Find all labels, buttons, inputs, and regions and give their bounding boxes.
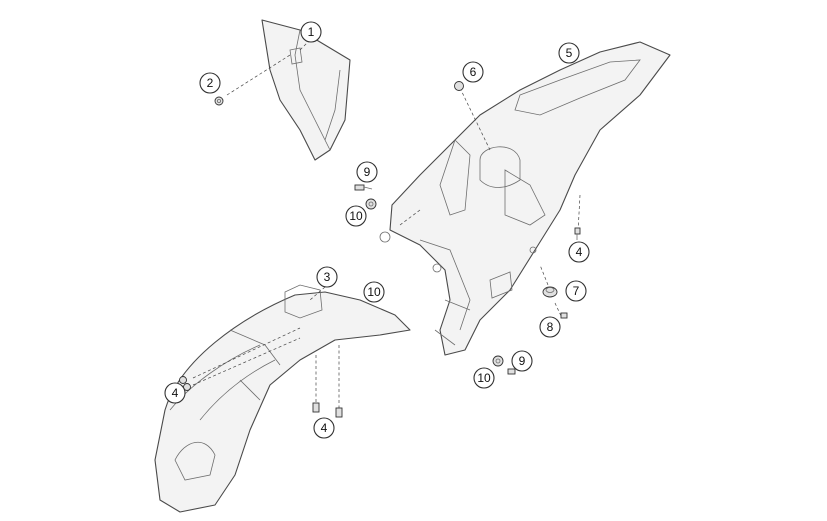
- nut-2: [214, 96, 224, 106]
- screw-4-left-a: [179, 376, 187, 384]
- callout-7-label: 7: [573, 284, 580, 298]
- callout-10-upper: 10: [345, 205, 367, 227]
- washer-10-upper: [365, 198, 377, 210]
- callout-8-label: 8: [547, 320, 554, 334]
- callout-3: 3: [316, 266, 338, 288]
- callout-7: 7: [565, 280, 587, 302]
- hardware: [179, 81, 581, 418]
- callout-4-right-label: 4: [576, 245, 583, 259]
- callout-10-front-label: 10: [367, 285, 381, 299]
- callout-6: 6: [462, 61, 484, 83]
- callout-10-lower: 10: [473, 367, 495, 389]
- grommet-7: [542, 286, 558, 298]
- rear-fender-part: [379, 41, 671, 356]
- callout-9-lower-label: 9: [519, 354, 526, 368]
- callout-10-upper-label: 10: [349, 209, 363, 223]
- callout-1: 1: [300, 21, 322, 43]
- callout-5: 5: [558, 42, 580, 64]
- callout-5-label: 5: [566, 46, 573, 60]
- screw-4-rear: [574, 227, 581, 240]
- callout-6-label: 6: [470, 65, 477, 79]
- number-plate-part: [261, 19, 351, 161]
- callout-10-lower-label: 10: [477, 371, 491, 385]
- screw-9-lower: [507, 368, 516, 375]
- front-fender-part: [154, 284, 411, 513]
- callout-10-front: 10: [363, 281, 385, 303]
- callout-4-bottom-label: 4: [321, 421, 328, 435]
- screw-4-bottom-a: [312, 402, 320, 413]
- callout-4-bottom: 4: [313, 417, 335, 439]
- nut-6: [454, 81, 464, 91]
- screw-8: [560, 312, 568, 319]
- callout-8: 8: [539, 316, 561, 338]
- callout-2-label: 2: [207, 76, 214, 90]
- callout-3-label: 3: [324, 270, 331, 284]
- callout-4-right: 4: [568, 241, 590, 263]
- callout-1-label: 1: [308, 25, 315, 39]
- screw-9-upper: [354, 184, 373, 191]
- callout-4-left-label: 4: [172, 386, 179, 400]
- leader-lines: [192, 39, 581, 410]
- screw-4-bottom-b: [335, 407, 343, 418]
- washer-10-lower: [492, 355, 504, 367]
- callout-4-left: 4: [164, 382, 186, 404]
- callout-9-upper-label: 9: [364, 165, 371, 179]
- callout-9-lower: 9: [511, 350, 533, 372]
- callout-9-upper: 9: [356, 161, 378, 183]
- callout-2: 2: [199, 72, 221, 94]
